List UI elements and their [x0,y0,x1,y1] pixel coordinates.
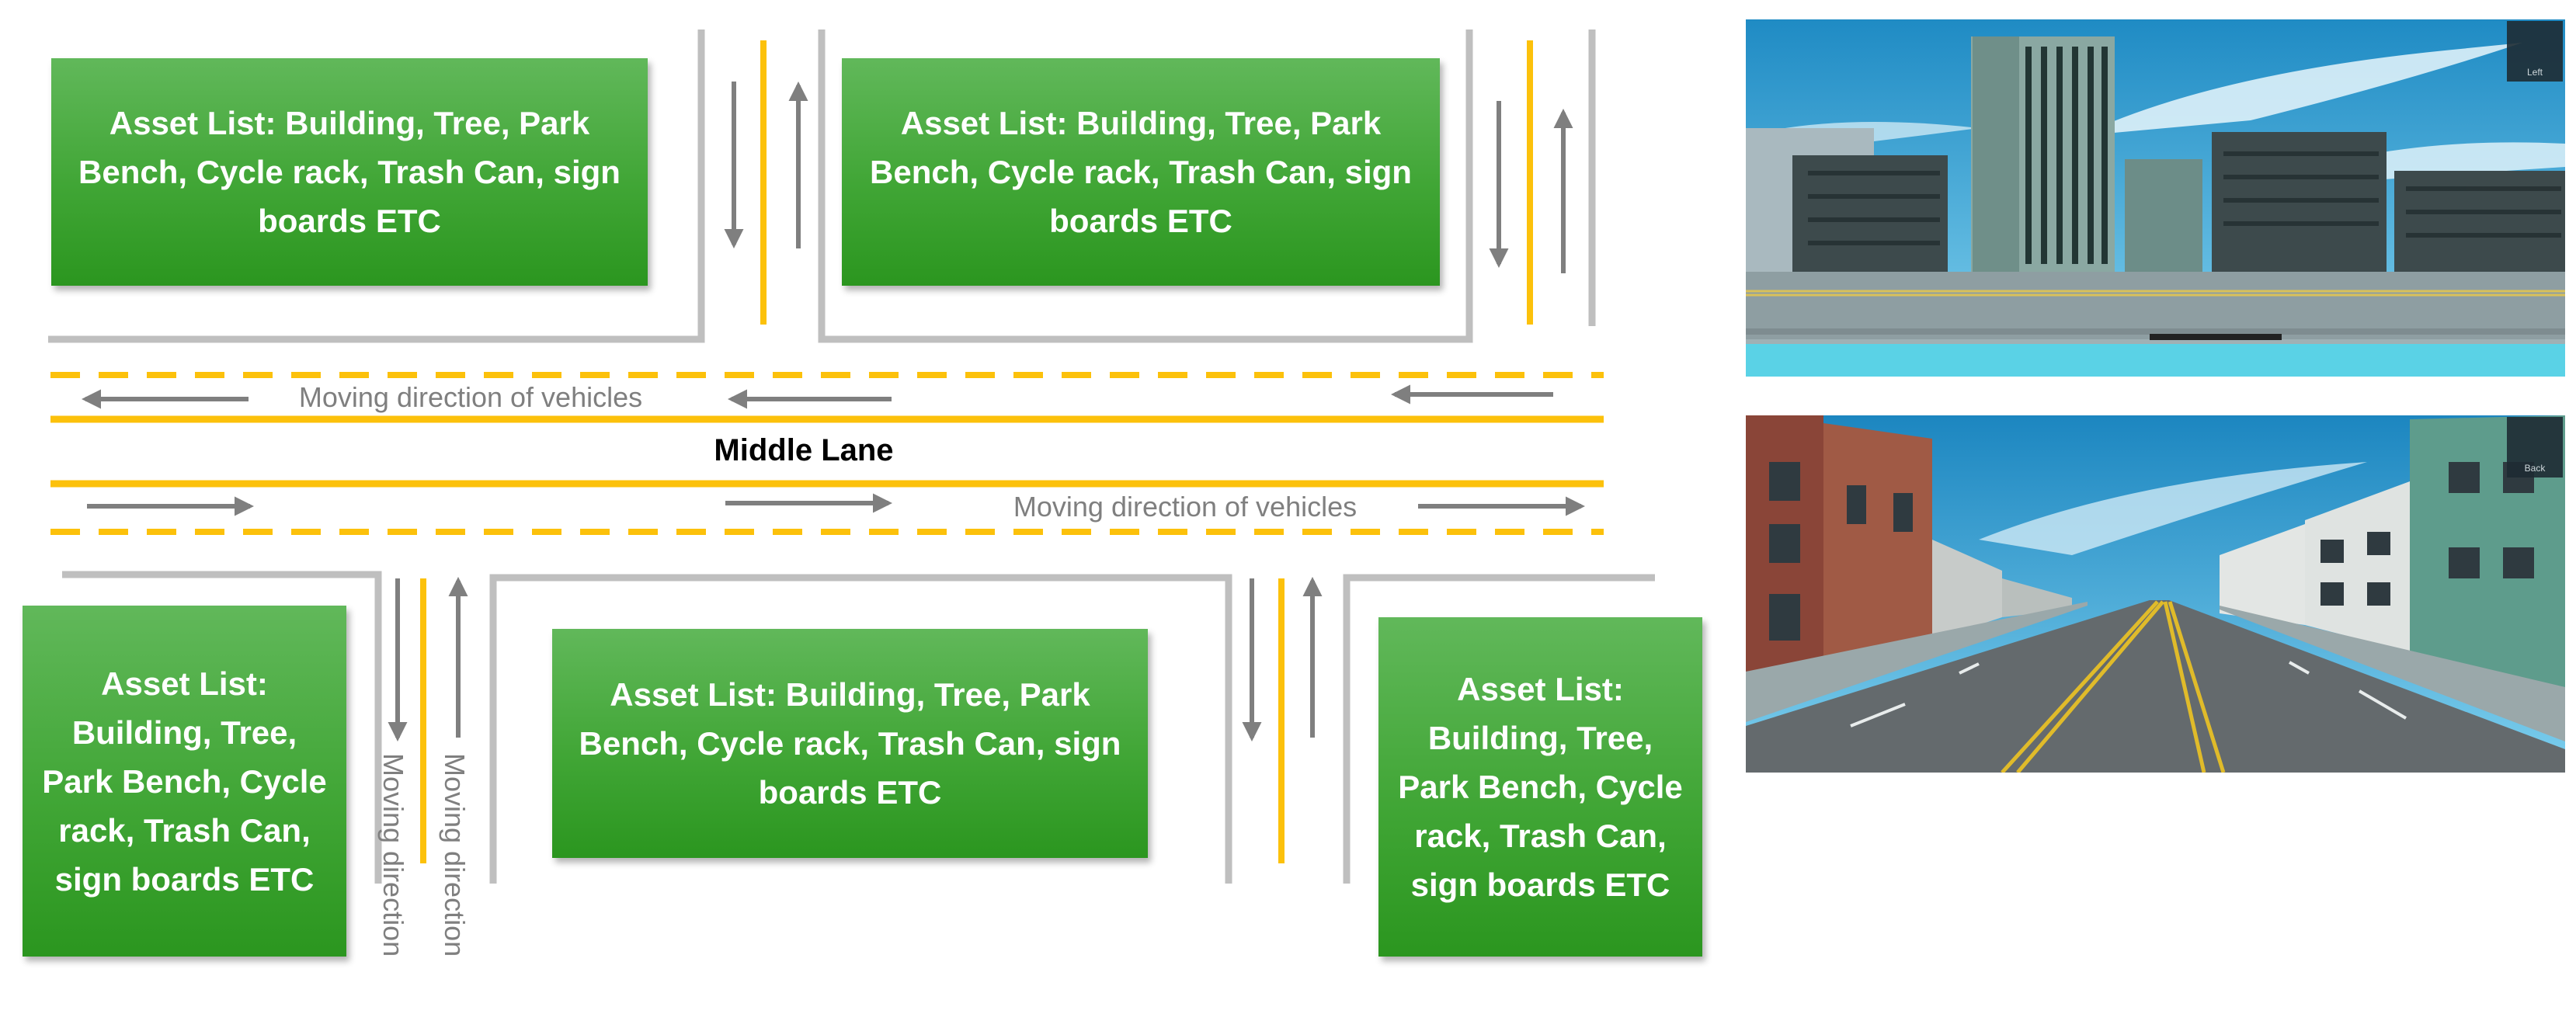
building [2220,524,2305,625]
lower-direction-label: Moving direction of vehicles [1013,491,1357,523]
vertical-direction-label-2: Moving direction [439,753,471,957]
city-view-screenshot-top: Left [1746,19,2565,377]
view-gizmo-label: Left [2527,67,2543,78]
vertical-direction-label-1: Moving direction [377,753,409,957]
sidewalk [1746,342,2565,377]
asset-box-text: Asset List: Building, Tree, Park Bench, … [870,105,1412,239]
curb-top-left [48,30,705,343]
asset-box-text: Asset List: Building, Tree, Park Bench, … [579,676,1121,811]
church-building [1823,423,1932,664]
view-gizmo[interactable] [2507,417,2563,477]
view-gizmo[interactable] [2507,21,2563,82]
asset-box-text: Asset List: Building, Tree, Park Bench, … [78,105,621,239]
road-layout-svg: Moving direction of vehicles Middle Lane… [48,30,1655,957]
road-layout-diagram: Moving direction of vehicles Middle Lane… [23,30,1702,957]
direction-arrows [81,81,1586,742]
middle-lane-label: Middle Lane [714,433,893,467]
asset-box-bottom-right: Asset List: Building, Tree, Park Bench, … [1378,617,1702,957]
building [2305,481,2410,652]
curb-bottom-middle [489,574,1232,884]
curb-bottom-right [1343,574,1655,884]
building [2002,578,2072,617]
upper-direction-label: Moving direction of vehicles [299,381,642,413]
cloud [1979,462,2367,555]
asset-box-text: Asset List: Building, Tree, Park Bench, … [1398,671,1683,903]
city-view-screenshot-bottom: Back [1746,415,2565,773]
asset-box-text: Asset List: Building, Tree, Park Bench, … [42,665,327,898]
asset-box-bottom-left: Asset List: Building, Tree, Park Bench, … [23,606,346,957]
road-markings [50,40,1604,863]
asset-box-bottom-middle: Asset List: Building, Tree, Park Bench, … [552,629,1148,858]
curb-lines [48,30,1655,884]
curb-bottom-left [62,571,382,884]
asset-box-top-middle: Asset List: Building, Tree, Park Bench, … [842,58,1440,286]
curb-top-middle [818,30,1473,343]
building [2125,159,2202,276]
building [1932,540,2002,641]
cloud [2080,43,2522,136]
building [2212,132,2387,283]
asset-box-top-left: Asset List: Building, Tree, Park Bench, … [51,58,648,286]
road [1746,600,2565,773]
city-scene-top: Left [1746,19,2565,377]
city-scene-bottom: Back [1746,415,2565,773]
view-gizmo-label: Back [2525,463,2546,474]
